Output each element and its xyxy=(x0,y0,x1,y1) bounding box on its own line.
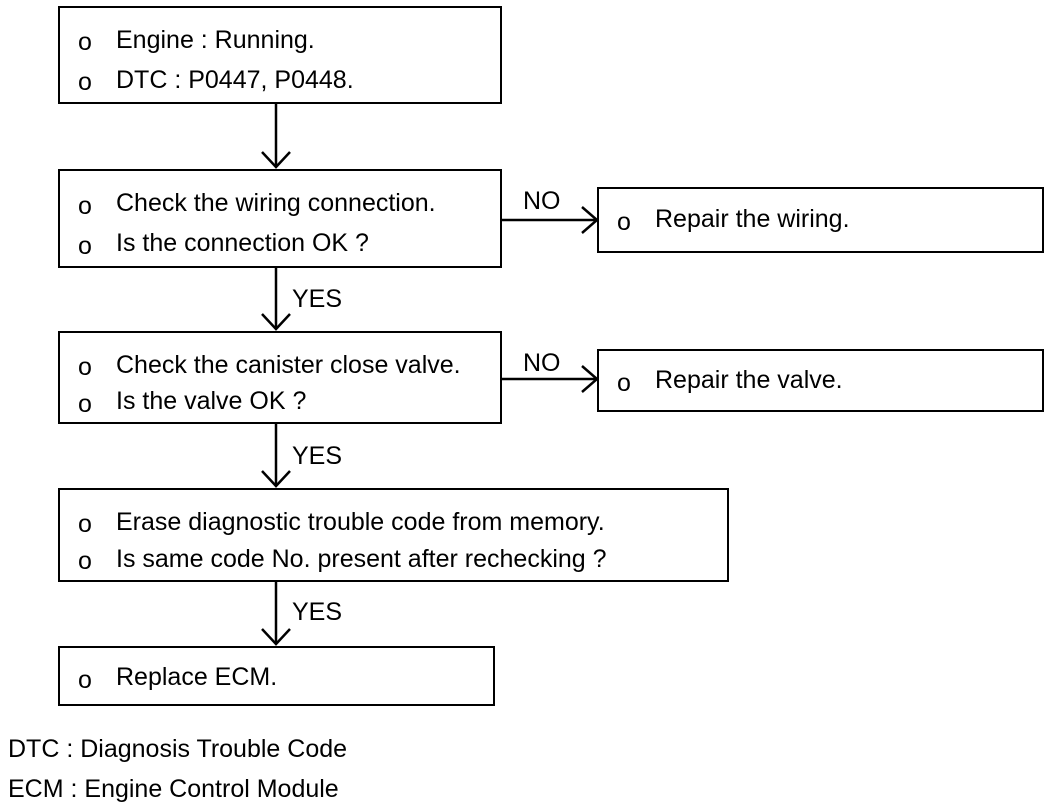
step1-line2: DTC : P0447, P0448. xyxy=(116,66,354,94)
bullet: o xyxy=(78,353,92,381)
arrowhead-3-4 xyxy=(261,470,291,488)
arrowhead-4-5 xyxy=(261,628,291,646)
arrowhead-2-3 xyxy=(261,313,291,331)
step2-line2: Is the connection OK ? xyxy=(116,229,369,257)
step2-no-label: NO xyxy=(523,187,561,215)
step1-box: o Engine : Running. o DTC : P0447, P0448… xyxy=(58,6,502,104)
step4-line2: Is same code No. present after recheckin… xyxy=(116,545,607,573)
legend-dtc: DTC : Diagnosis Trouble Code xyxy=(8,735,348,763)
step2-line1: Check the wiring connection. xyxy=(116,189,436,217)
bullet: o xyxy=(78,390,92,418)
legend-ecm: ECM : Engine Control Module xyxy=(8,775,339,803)
step2-yes-label: YES xyxy=(292,285,343,313)
bullet: o xyxy=(78,510,92,538)
bullet: o xyxy=(78,547,92,575)
repair-wiring-text: Repair the wiring. xyxy=(655,205,850,233)
step3-line1: Check the canister close valve. xyxy=(116,351,461,379)
bullet: o xyxy=(78,28,92,56)
step3-line2: Is the valve OK ? xyxy=(116,387,307,415)
step4-box: o Erase diagnostic trouble code from mem… xyxy=(58,488,729,582)
step5-box: o Replace ECM. xyxy=(58,646,495,706)
step3-box: o Check the canister close valve. o Is t… xyxy=(58,331,502,424)
bullet: o xyxy=(617,208,631,236)
step1-line1: Engine : Running. xyxy=(116,26,315,54)
step3-no-label: NO xyxy=(523,349,561,377)
repair-wiring-box: o Repair the wiring. xyxy=(597,187,1044,253)
step5-line1: Replace ECM. xyxy=(116,663,278,691)
step3-yes-label: YES xyxy=(292,442,343,470)
arrowhead-1-2 xyxy=(261,151,291,169)
repair-valve-box: o Repair the valve. xyxy=(597,349,1044,412)
step4-yes-label: YES xyxy=(292,598,343,626)
step4-line1: Erase diagnostic trouble code from memor… xyxy=(116,508,605,536)
repair-valve-text: Repair the valve. xyxy=(655,366,843,394)
bullet: o xyxy=(78,666,92,694)
bullet: o xyxy=(78,192,92,220)
bullet: o xyxy=(617,369,631,397)
step2-box: o Check the wiring connection. o Is the … xyxy=(58,169,502,268)
bullet: o xyxy=(78,232,92,260)
bullet: o xyxy=(78,68,92,96)
